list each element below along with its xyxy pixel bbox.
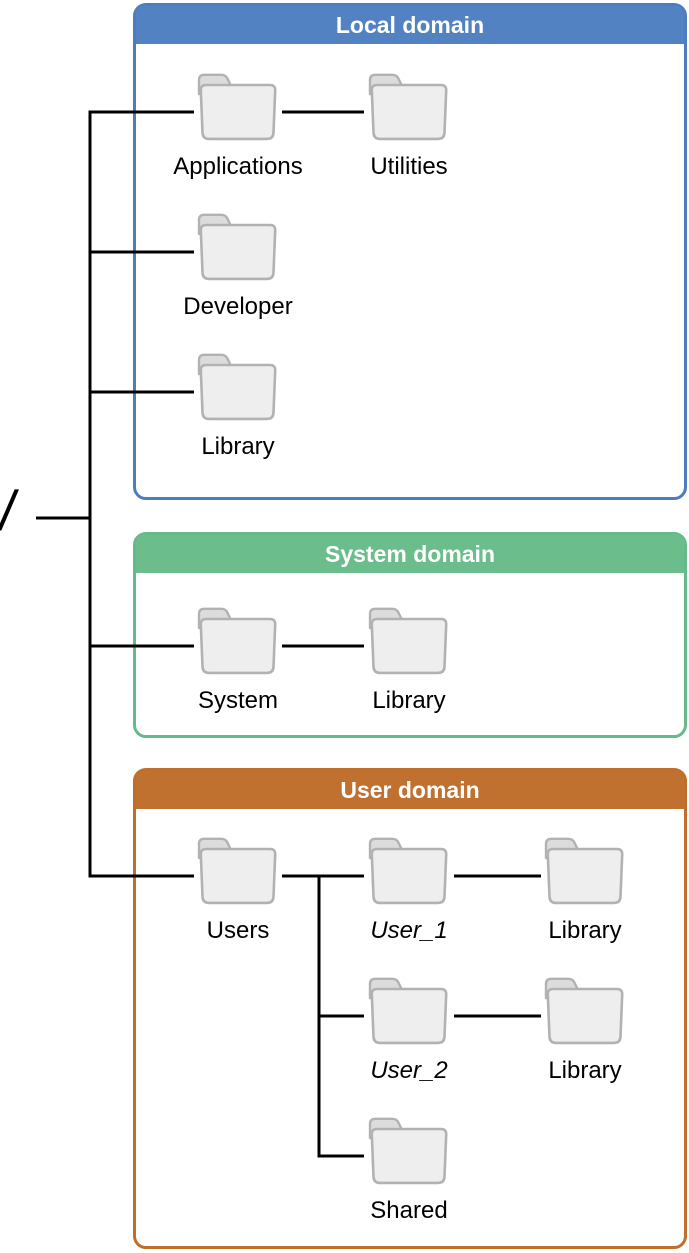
folder-library-user-1: Library — [500, 836, 670, 944]
folder-icon — [197, 837, 277, 905]
folder-system: System — [153, 606, 323, 714]
folder-label: Library — [548, 1057, 622, 1084]
folder-label: Applications — [173, 153, 303, 180]
trunk-branches — [90, 110, 194, 878]
folder-shared: Shared — [324, 1116, 494, 1224]
folder-library-user-2: Library — [500, 976, 670, 1084]
folder-users: Users — [153, 836, 323, 944]
local-domain-header: Local domain — [136, 6, 684, 44]
folder-applications: Applications — [153, 72, 323, 180]
folder-utilities: Utilities — [324, 72, 494, 180]
root-connector — [36, 110, 92, 878]
folder-icon — [197, 353, 277, 421]
folder-icon — [368, 977, 448, 1045]
folder-icon — [197, 213, 277, 281]
folder-label: Developer — [183, 293, 293, 320]
folder-label: Utilities — [370, 153, 448, 180]
folder-user-1: User_1 — [324, 836, 494, 944]
user-domain-header: User domain — [136, 771, 684, 809]
folder-label: Library — [201, 433, 275, 460]
folder-icon — [368, 837, 448, 905]
sibling-branches — [282, 110, 541, 1158]
folder-icon — [368, 1117, 448, 1185]
folder-library-local: Library — [153, 352, 323, 460]
folder-label: System — [197, 687, 278, 714]
folder-label: Shared — [370, 1197, 448, 1224]
folder-icon — [544, 837, 624, 905]
folder-icon — [197, 73, 277, 141]
folder-icon — [544, 977, 624, 1045]
folder-icon — [368, 73, 448, 141]
folder-icon — [197, 607, 277, 675]
folder-user-2: User_2 — [324, 976, 494, 1084]
folder-label: Users — [206, 917, 270, 944]
folder-library-system: Library — [324, 606, 494, 714]
folder-label: Library — [548, 917, 622, 944]
folder-icon — [368, 607, 448, 675]
folder-developer: Developer — [153, 212, 323, 320]
folder-label: User_2 — [370, 1057, 448, 1084]
folder-label: Library — [372, 687, 446, 714]
folder-label: User_1 — [370, 917, 448, 944]
system-domain-header: System domain — [136, 535, 684, 573]
